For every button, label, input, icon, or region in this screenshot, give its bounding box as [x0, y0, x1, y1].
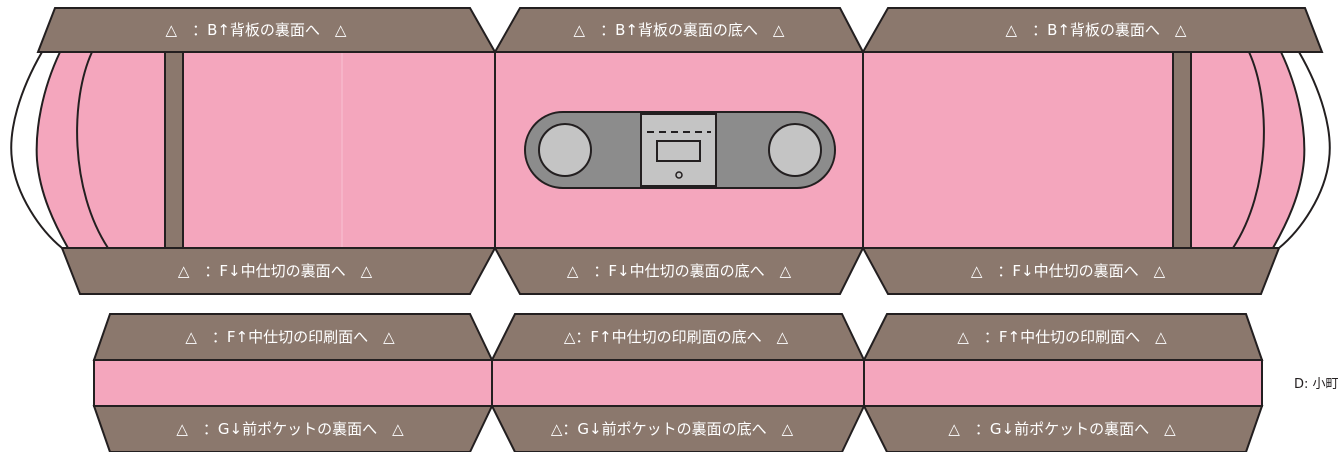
device-center-panel	[640, 113, 717, 187]
lower-top-flap-label-right: △ ：F↑中仕切の印刷面へ △	[957, 328, 1167, 346]
device-left-speaker	[538, 123, 592, 177]
lower-bottom-flap-label-center: △：G↓前ポケットの裏面の底へ △	[551, 420, 794, 438]
device-illustration	[524, 111, 836, 189]
lower-top-flap-center	[490, 313, 866, 361]
lower-top-flap-left	[92, 313, 494, 361]
bottom-flap-center	[493, 247, 865, 295]
lower-bottom-flap-label-left: △ ：G↓前ポケットの裏面へ △	[176, 420, 404, 438]
lower-band-right	[863, 359, 1263, 407]
side-label: D: 小町	[1294, 377, 1339, 392]
right-side-panel	[862, 51, 1306, 249]
device-display	[656, 140, 701, 162]
right-strip	[1172, 51, 1192, 249]
top-flap-label-left: △ ：B↑背板の裏面へ △	[166, 21, 347, 39]
device-right-speaker	[768, 123, 822, 177]
bottom-flap-left	[60, 247, 497, 295]
lower-top-flap-label-center: △：F↑中仕切の印刷面の底へ △	[564, 328, 789, 346]
left-side-fold-line	[76, 51, 109, 249]
device-button	[675, 171, 683, 179]
lower-band-center	[491, 359, 865, 407]
top-flap-right	[861, 7, 1324, 53]
top-flap-label-center: △ ：B↑背板の裏面の底へ △	[574, 21, 785, 39]
top-flap-center	[493, 7, 865, 53]
right-side-fold-line	[1232, 51, 1265, 249]
lower-top-flap-right	[862, 313, 1264, 361]
top-flap-left	[36, 7, 497, 53]
lower-top-flap-label-left: △ ：F↑中仕切の印刷面へ △	[185, 328, 395, 346]
top-flap-label-right: △ ：B↑背板の裏面へ △	[1006, 21, 1187, 39]
left-strip	[164, 51, 184, 249]
lower-band-left	[93, 359, 493, 407]
lower-bottom-flap-label-right: △ ：G↓前ポケットの裏面へ △	[948, 420, 1176, 438]
bottom-flap-label-right: △ ：F↓中仕切の裏面へ △	[971, 262, 1166, 280]
bottom-flap-label-left: △ ：F↓中仕切の裏面へ △	[178, 262, 373, 280]
left-side-panel	[35, 51, 496, 249]
bottom-flap-label-center: △ ：F↓中仕切の裏面の底へ △	[567, 262, 792, 280]
bottom-flap-right	[861, 247, 1281, 295]
